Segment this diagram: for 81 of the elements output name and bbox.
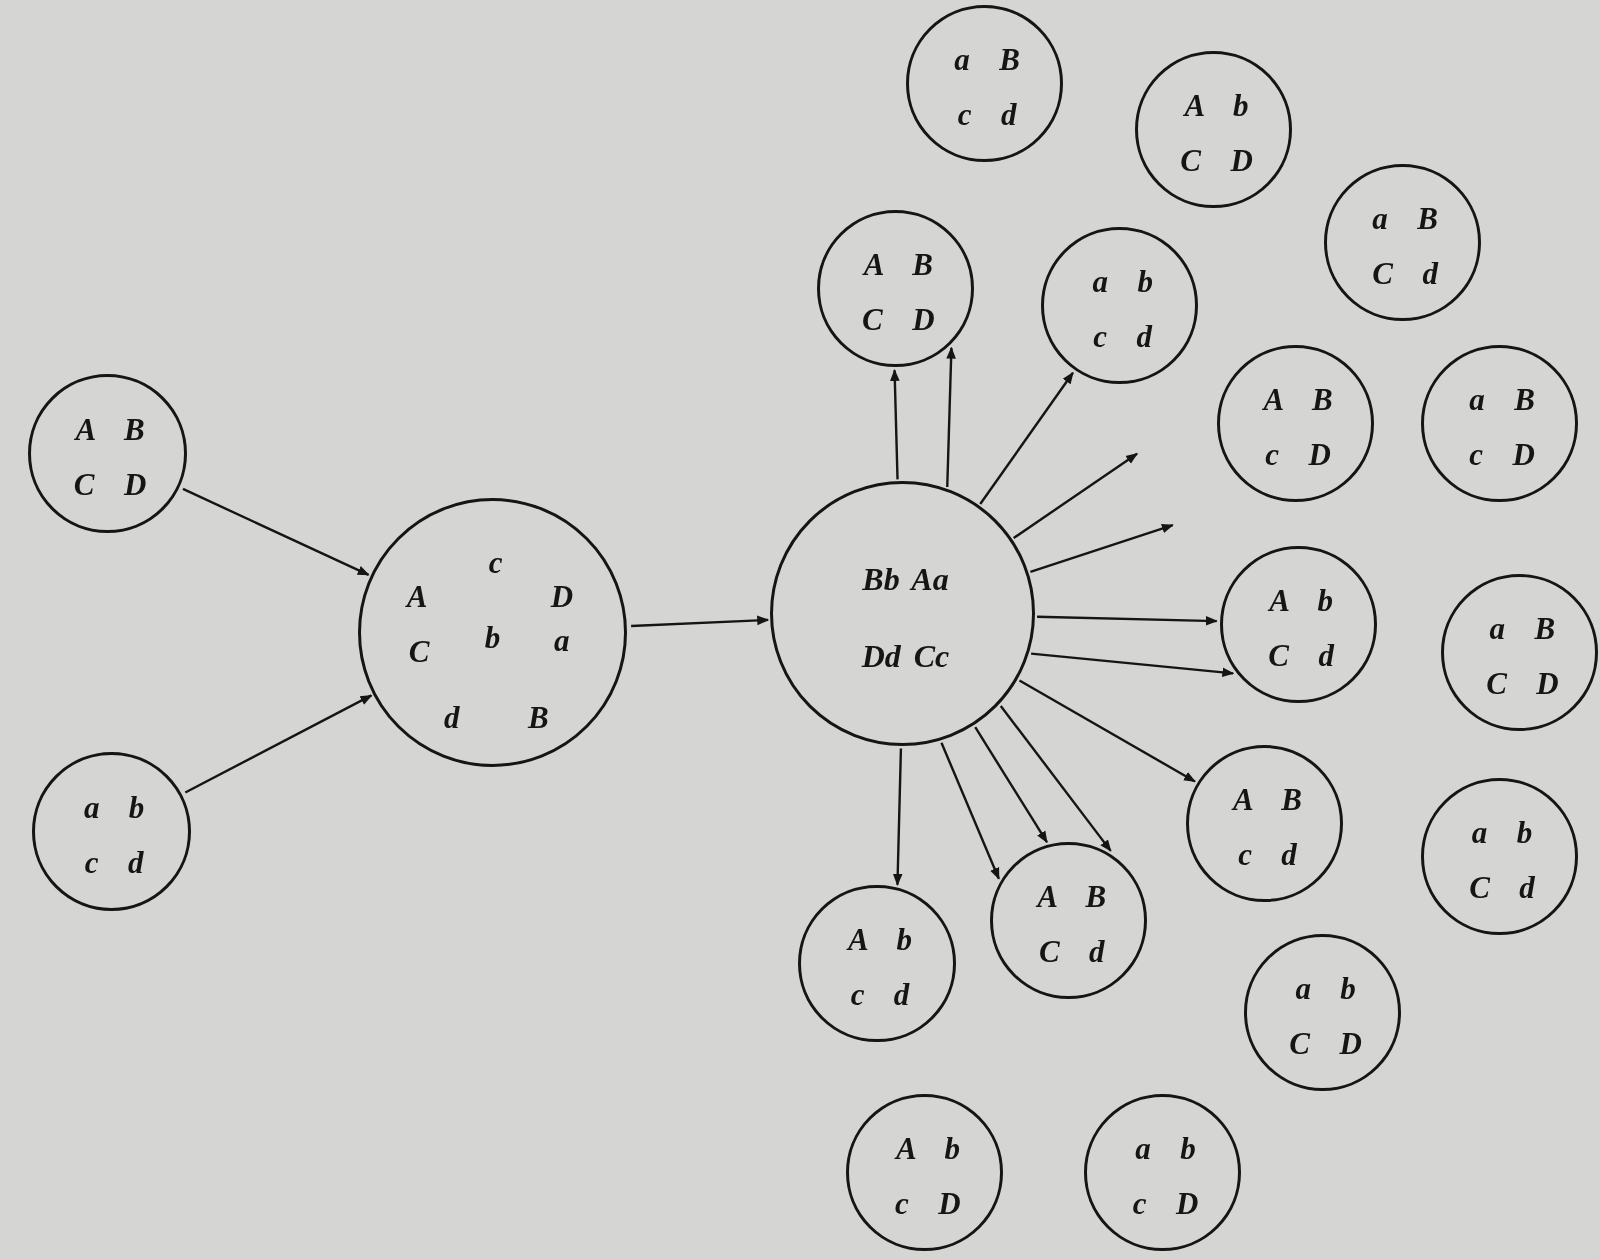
genotype-text: C d xyxy=(1469,871,1535,903)
allele-letter: b xyxy=(484,621,501,653)
circle-node xyxy=(816,210,974,368)
arrow xyxy=(974,726,1048,844)
circle-node xyxy=(1440,574,1598,732)
genotype-text: c d xyxy=(1238,839,1297,870)
genotype-text: C D xyxy=(1486,667,1559,699)
arrow xyxy=(1031,652,1235,678)
circle-node xyxy=(1244,934,1402,1092)
arrow xyxy=(979,371,1074,505)
genotype-text: C D xyxy=(862,303,935,335)
genotype-text: A B xyxy=(1232,783,1303,815)
genotype-text: A B xyxy=(863,248,933,280)
genotype-text: c D xyxy=(1469,438,1535,470)
arrow xyxy=(1018,679,1196,783)
genotype-text: a b xyxy=(1092,265,1153,297)
arrow xyxy=(631,615,770,628)
allele-letter: c xyxy=(488,546,503,578)
circle-node xyxy=(27,374,187,534)
circle-node xyxy=(1041,227,1199,385)
circle-node xyxy=(769,481,1036,747)
allele-letter: d xyxy=(443,701,460,733)
circle-node xyxy=(1219,545,1377,703)
arrow xyxy=(1030,524,1174,574)
genotype-text: Dd Cc xyxy=(861,639,950,672)
circle-node xyxy=(990,842,1148,1000)
genotype-text: A b xyxy=(1269,584,1334,616)
allele-letter: D xyxy=(550,581,573,612)
genotype-text: C d xyxy=(1038,935,1105,967)
arrow xyxy=(940,742,1000,880)
circle-node xyxy=(31,751,191,911)
arrow xyxy=(1013,452,1139,539)
genotype-text: C D xyxy=(1180,144,1253,176)
allele-letter: C xyxy=(408,635,430,667)
arrow xyxy=(892,748,903,886)
genotype-text: A b xyxy=(848,923,912,955)
genotype-text: A b xyxy=(1184,89,1249,121)
circle-node xyxy=(1420,344,1578,502)
allele-letter: A xyxy=(406,581,428,612)
genotype-text: a B xyxy=(954,43,1020,75)
circle-node xyxy=(846,1094,1004,1252)
genotype-text: A B xyxy=(1037,880,1107,912)
genotype-text: C D xyxy=(1289,1027,1362,1059)
genotype-text: a b xyxy=(1135,1132,1196,1164)
circle-node xyxy=(905,5,1063,163)
circle-node xyxy=(1084,1094,1242,1252)
genotype-text: c D xyxy=(895,1187,961,1219)
genotype-text: a b xyxy=(1471,816,1533,848)
genotype-text: A b xyxy=(895,1132,960,1164)
arrow xyxy=(1037,615,1218,626)
genotype-text: a b xyxy=(83,791,145,823)
allele-letter: B xyxy=(528,701,549,733)
circle-node xyxy=(1420,778,1578,936)
arrow xyxy=(999,705,1112,852)
genotype-text: c d xyxy=(850,978,910,1010)
genotype-text: c d xyxy=(84,846,144,878)
arrow xyxy=(184,694,373,794)
circle-node xyxy=(1135,51,1293,208)
arrow xyxy=(890,368,900,480)
genotype-text: a B xyxy=(1372,202,1438,234)
circle-node xyxy=(1186,745,1343,903)
genotype-text: Bb Aa xyxy=(862,563,949,596)
circle-node xyxy=(1323,164,1481,322)
circle-node xyxy=(798,885,956,1043)
genotype-text: A B xyxy=(75,413,145,445)
genotype-text: c D xyxy=(1132,1187,1199,1219)
genotype-text: c D xyxy=(1265,438,1331,470)
arrow xyxy=(182,487,370,576)
genotype-text: C d xyxy=(1372,257,1438,289)
genotype-text: a B xyxy=(1489,612,1556,644)
genotype-text: C D xyxy=(73,468,147,500)
circle-node xyxy=(357,497,628,767)
genotype-text: c d xyxy=(1093,320,1153,352)
genotype-text: C d xyxy=(1268,639,1334,671)
genotype-text: a b xyxy=(1295,972,1356,1004)
allele-letter: a xyxy=(554,624,570,656)
genotype-text: A B xyxy=(1263,383,1333,415)
arrow xyxy=(946,346,956,487)
genotype-text: c d xyxy=(957,98,1017,130)
genotype-text: a B xyxy=(1469,383,1535,415)
circle-node xyxy=(1216,344,1374,502)
